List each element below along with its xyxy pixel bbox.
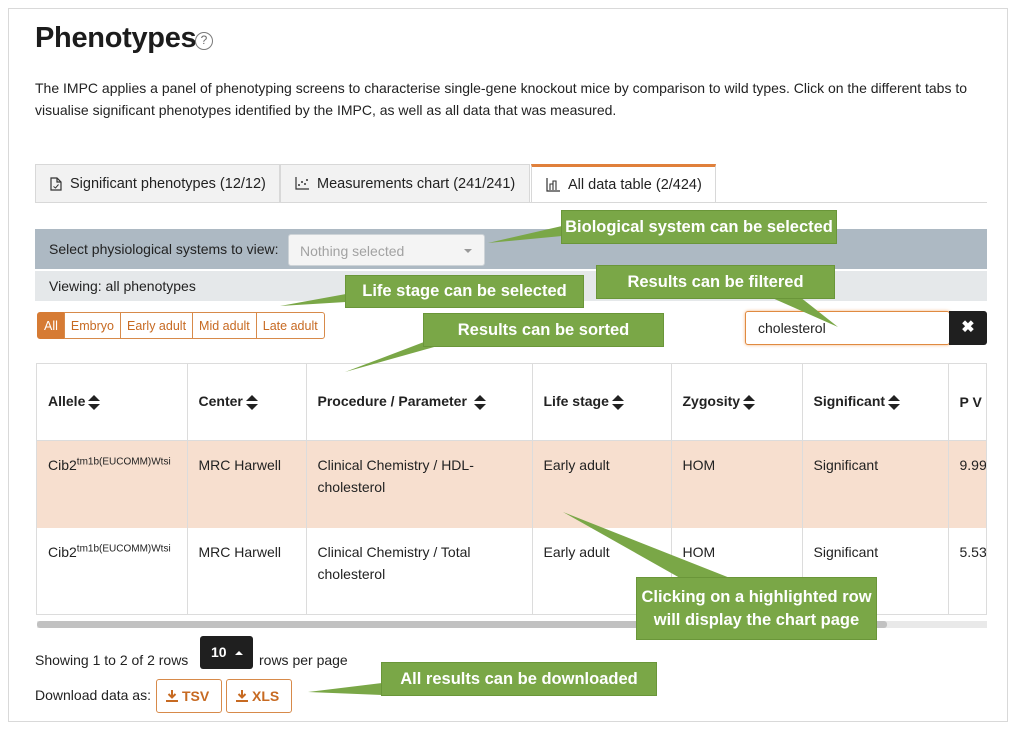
column-header-significant[interactable]: Significant bbox=[802, 364, 949, 441]
cell-allele: Cib2tm1b(EUCOMM)Wtsi bbox=[37, 440, 188, 528]
table-chart-icon bbox=[546, 177, 560, 192]
sort-icon bbox=[88, 395, 101, 411]
tab-label: Significant phenotypes (12/12) bbox=[70, 175, 266, 192]
cell-p-value: 9.99 bbox=[948, 440, 986, 528]
rows-per-page-label: rows per page bbox=[259, 652, 348, 668]
caret-down-icon bbox=[464, 249, 472, 253]
life-stage-all-button[interactable]: All bbox=[37, 312, 65, 339]
close-icon: ✖ bbox=[961, 319, 975, 336]
download-icon bbox=[236, 690, 248, 702]
sort-icon bbox=[245, 395, 258, 411]
cell-significant: Significant bbox=[802, 440, 949, 528]
life-stage-mid-adult-button[interactable]: Mid adult bbox=[192, 312, 257, 339]
callout-row-click-line-1: Clicking on a highlighted row bbox=[641, 587, 872, 606]
sort-icon bbox=[743, 395, 756, 411]
download-label: Download data as: bbox=[35, 687, 151, 703]
caret-up-icon bbox=[235, 651, 243, 655]
download-tsv-button[interactable]: TSV bbox=[156, 679, 222, 713]
tab-label: All data table (2/424) bbox=[568, 176, 702, 193]
cell-procedure: Clinical Chemistry / HDL-cholesterol bbox=[306, 440, 533, 528]
cell-allele: Cib2tm1b(EUCOMM)Wtsi bbox=[37, 528, 188, 614]
column-header-allele[interactable]: Allele bbox=[37, 364, 188, 441]
cell-life-stage: Early adult bbox=[532, 440, 672, 528]
sort-icon bbox=[888, 395, 901, 411]
cell-procedure: Clinical Chemistry / Total cholesterol bbox=[306, 528, 533, 614]
cell-center: MRC Harwell bbox=[187, 440, 307, 528]
tab-significant-phenotypes[interactable]: Significant phenotypes (12/12) bbox=[35, 164, 280, 202]
download-icon bbox=[166, 690, 178, 702]
phenotypes-panel: Phenotypes ? The IMPC applies a panel of… bbox=[8, 8, 1008, 722]
question-circle-icon[interactable]: ? bbox=[195, 32, 213, 50]
system-filter-label: Select physiological systems to view: bbox=[49, 241, 279, 257]
cell-zygosity: HOM bbox=[671, 440, 803, 528]
life-stage-button-group: All Embryo Early adult Mid adult Late ad… bbox=[37, 312, 325, 339]
document-icon bbox=[50, 176, 62, 191]
system-select[interactable]: Nothing selected bbox=[288, 234, 485, 266]
sort-icon bbox=[611, 395, 624, 411]
column-header-procedure[interactable]: Procedure / Parameter bbox=[306, 364, 533, 441]
tab-measurements-chart[interactable]: Measurements chart (241/241) bbox=[280, 164, 530, 202]
column-header-life-stage[interactable]: Life stage bbox=[532, 364, 672, 441]
cell-center: MRC Harwell bbox=[187, 528, 307, 614]
table-header-row: Allele Center Procedure / Parameter Life… bbox=[37, 364, 986, 441]
callout-life-stage: Life stage can be selected bbox=[345, 275, 584, 308]
horizontal-scrollbar-thumb[interactable] bbox=[37, 621, 887, 628]
life-stage-embryo-button[interactable]: Embryo bbox=[63, 312, 121, 339]
callout-row-click: Clicking on a highlighted row will displ… bbox=[636, 577, 877, 640]
scatter-chart-icon bbox=[295, 177, 309, 190]
callout-biological-system: Biological system can be selected bbox=[561, 210, 837, 244]
tab-label: Measurements chart (241/241) bbox=[317, 175, 516, 192]
viewing-label: Viewing: all phenotypes bbox=[49, 278, 196, 294]
tab-divider bbox=[35, 202, 987, 203]
tab-all-data-table[interactable]: All data table (2/424) bbox=[531, 164, 716, 202]
callout-row-click-line-2: will display the chart page bbox=[653, 610, 860, 629]
callout-download: All results can be downloaded bbox=[381, 662, 657, 696]
system-select-placeholder: Nothing selected bbox=[300, 243, 405, 259]
column-header-center[interactable]: Center bbox=[187, 364, 307, 441]
page-size-dropdown[interactable]: 10 bbox=[200, 636, 253, 669]
intro-text: The IMPC applies a panel of phenotyping … bbox=[35, 80, 968, 118]
pagination-info: Showing 1 to 2 of 2 rows bbox=[35, 652, 189, 668]
page-title: Phenotypes bbox=[35, 22, 197, 54]
life-stage-early-adult-button[interactable]: Early adult bbox=[119, 312, 194, 339]
system-filter-bar: Select physiological systems to view: No… bbox=[35, 229, 987, 269]
clear-search-button[interactable]: ✖ bbox=[949, 311, 987, 345]
download-xls-button[interactable]: XLS bbox=[226, 679, 292, 713]
search-input[interactable]: cholesterol bbox=[745, 311, 950, 345]
life-stage-late-adult-button[interactable]: Late adult bbox=[255, 312, 325, 339]
sort-icon bbox=[473, 395, 486, 411]
cell-p-value: 5.53 bbox=[948, 528, 986, 614]
callout-filtered: Results can be filtered bbox=[596, 265, 835, 299]
column-header-zygosity[interactable]: Zygosity bbox=[671, 364, 803, 441]
callout-sorted: Results can be sorted bbox=[423, 313, 664, 347]
table-row[interactable]: Cib2tm1b(EUCOMM)Wtsi MRC Harwell Clinica… bbox=[37, 440, 986, 528]
column-header-p-value[interactable]: P V bbox=[948, 364, 986, 441]
